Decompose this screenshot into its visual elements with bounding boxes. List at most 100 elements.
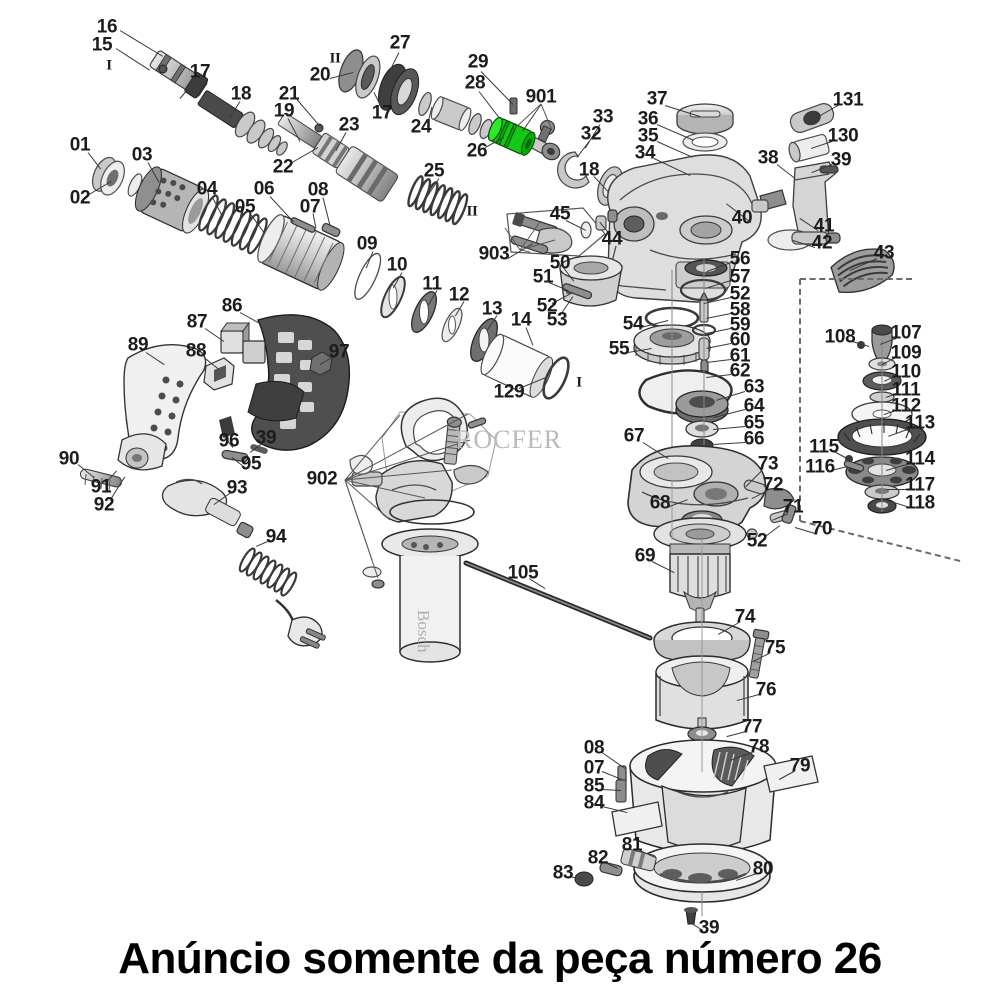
part-number-36: 36 bbox=[637, 108, 659, 130]
part-number-107: 107 bbox=[890, 322, 922, 344]
part-armature-69 bbox=[653, 517, 747, 638]
part-group-switch bbox=[751, 103, 895, 294]
part-number-66: 66 bbox=[743, 428, 765, 450]
part-group-right-stack bbox=[837, 324, 927, 514]
part-number-I-b: I bbox=[576, 374, 582, 391]
part-number-77: 77 bbox=[741, 716, 763, 738]
part-number-70: 70 bbox=[811, 518, 833, 540]
part-number-17b: 17 bbox=[371, 102, 393, 124]
spring-25 bbox=[407, 175, 469, 226]
part-number-25: 25 bbox=[423, 160, 445, 182]
part-number-118: 118 bbox=[905, 492, 935, 514]
part-number-65: 65 bbox=[743, 412, 765, 434]
part-number-02: 02 bbox=[69, 187, 91, 209]
part-number-74: 74 bbox=[734, 606, 756, 628]
part-number-87: 87 bbox=[186, 311, 208, 333]
part-number-68: 68 bbox=[649, 492, 671, 514]
part-number-109: 109 bbox=[890, 342, 922, 364]
part-number-41: 41 bbox=[813, 215, 835, 237]
dashed-divider bbox=[799, 279, 801, 521]
part-number-34: 34 bbox=[634, 142, 656, 164]
part-number-19: 19 bbox=[273, 100, 295, 122]
part-number-39a: 39 bbox=[830, 149, 852, 171]
part-group-902-side-handle: Bosch bbox=[349, 397, 497, 663]
part-number-95: 95 bbox=[240, 453, 262, 475]
part-number-42: 42 bbox=[811, 232, 833, 254]
part-number-110: 110 bbox=[891, 361, 921, 383]
part-number-64: 64 bbox=[743, 395, 765, 417]
part-number-18b: 18 bbox=[578, 159, 600, 181]
part-number-I-a: I bbox=[106, 57, 112, 74]
part-number-24: 24 bbox=[410, 116, 432, 138]
part-number-96: 96 bbox=[218, 430, 240, 452]
part-number-07: 07 bbox=[299, 196, 321, 218]
part-number-83: 83 bbox=[552, 862, 574, 884]
part-number-62: 62 bbox=[729, 360, 751, 382]
dashed-divider bbox=[800, 278, 912, 280]
part-number-50: 50 bbox=[549, 252, 571, 274]
part-number-15: 15 bbox=[91, 34, 113, 56]
part-number-71: 71 bbox=[782, 496, 804, 518]
part-number-14: 14 bbox=[510, 309, 532, 331]
part-number-59: 59 bbox=[729, 314, 751, 336]
part-number-13: 13 bbox=[481, 298, 503, 320]
part-number-12: 12 bbox=[448, 284, 470, 306]
part-number-55: 55 bbox=[608, 338, 630, 360]
part-number-117: 117 bbox=[905, 474, 935, 496]
part-number-88: 88 bbox=[185, 340, 207, 362]
part-number-93: 93 bbox=[226, 477, 248, 499]
part-number-45: 45 bbox=[549, 203, 571, 225]
part-group-lower-housing bbox=[574, 739, 819, 925]
part-number-35: 35 bbox=[637, 125, 659, 147]
part-number-40: 40 bbox=[731, 207, 753, 229]
part-number-33: 33 bbox=[592, 106, 614, 128]
part-number-79: 79 bbox=[789, 755, 811, 777]
part-number-75: 75 bbox=[764, 637, 786, 659]
part-number-130: 130 bbox=[827, 125, 859, 147]
part-number-52b: 52 bbox=[729, 283, 751, 305]
part-number-08b: 08 bbox=[583, 737, 605, 759]
part-number-116: 116 bbox=[805, 456, 835, 478]
part-number-114: 114 bbox=[905, 448, 935, 470]
part-number-115: 115 bbox=[809, 436, 839, 458]
part-number-28: 28 bbox=[464, 72, 486, 94]
part-number-32: 32 bbox=[580, 123, 602, 145]
part-number-80: 80 bbox=[752, 858, 774, 880]
part-number-20: 20 bbox=[309, 64, 331, 86]
part-number-60: 60 bbox=[729, 329, 751, 351]
part-number-111: 111 bbox=[891, 379, 921, 401]
caption-text: Anúncio somente da peça número 26 bbox=[118, 934, 882, 983]
part-number-05: 05 bbox=[234, 196, 256, 218]
part-number-129: 129 bbox=[493, 381, 525, 403]
highlighted-part-26[interactable] bbox=[486, 116, 538, 158]
part-number-01: 01 bbox=[69, 134, 91, 156]
part-number-902: 902 bbox=[306, 468, 338, 490]
part-number-06: 06 bbox=[253, 178, 275, 200]
part-number-82: 82 bbox=[587, 847, 609, 869]
part-number-54: 54 bbox=[622, 313, 644, 335]
part-number-II-a: II bbox=[329, 50, 341, 67]
part-number-27: 27 bbox=[389, 32, 411, 54]
part-number-37: 37 bbox=[646, 88, 668, 110]
part-number-94: 94 bbox=[265, 526, 287, 548]
part-number-67: 67 bbox=[623, 425, 645, 447]
part-number-73: 73 bbox=[757, 453, 779, 475]
part-number-57: 57 bbox=[729, 266, 751, 288]
part-number-43: 43 bbox=[873, 242, 895, 264]
part-number-61: 61 bbox=[729, 345, 751, 367]
part-number-23: 23 bbox=[338, 114, 360, 136]
part-number-112: 112 bbox=[891, 395, 921, 417]
part-number-51: 51 bbox=[532, 266, 554, 288]
part-number-72: 72 bbox=[762, 474, 784, 496]
part-number-highlighted-26: 26 bbox=[466, 140, 488, 162]
part-number-63: 63 bbox=[743, 376, 765, 398]
part-number-86: 86 bbox=[221, 295, 243, 317]
part-number-21: 21 bbox=[278, 83, 300, 105]
part-number-52c: 52 bbox=[746, 530, 768, 552]
part-number-39c: 39 bbox=[698, 917, 720, 939]
part-number-76: 76 bbox=[755, 679, 777, 701]
part-number-II-b: II bbox=[466, 203, 478, 220]
part-number-10: 10 bbox=[386, 254, 408, 276]
